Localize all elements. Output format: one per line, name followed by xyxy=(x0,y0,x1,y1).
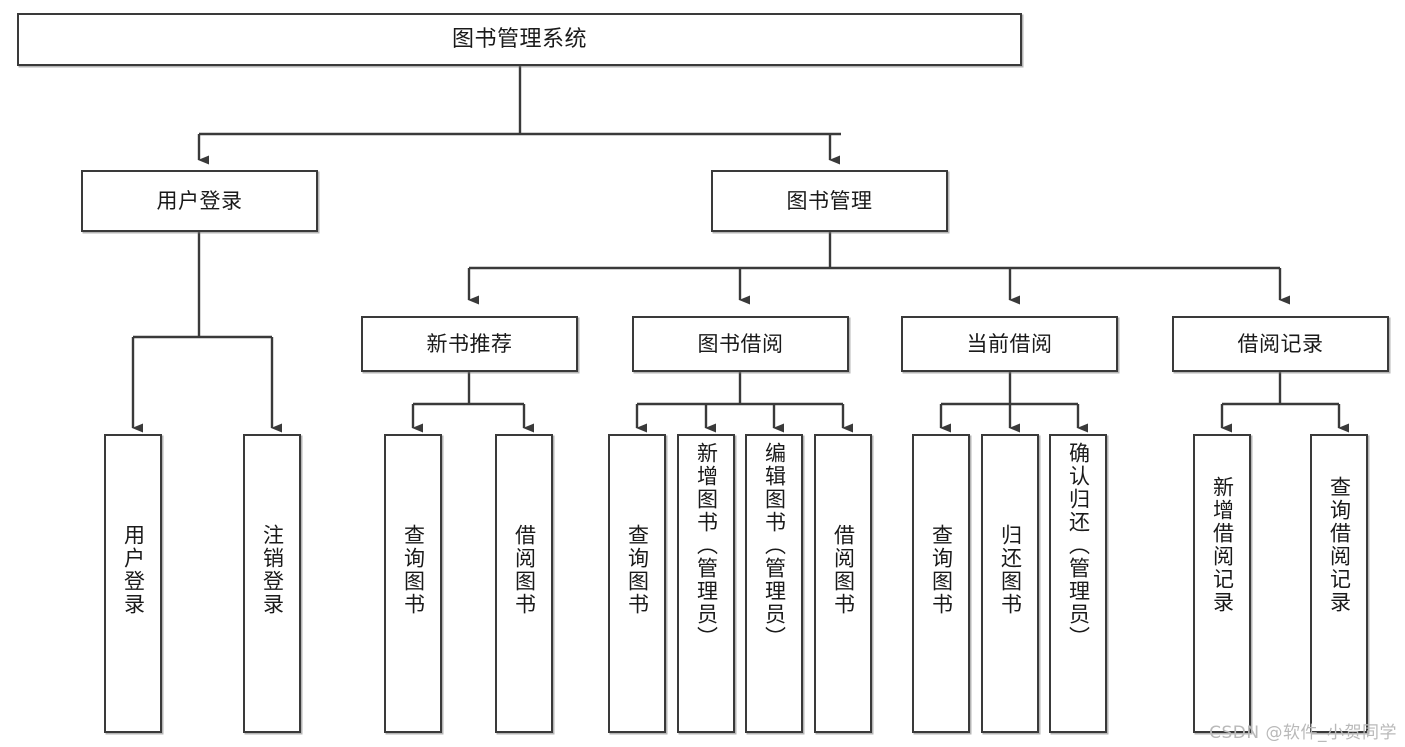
node-label: 编辑图书（管理员） xyxy=(762,442,787,649)
csdn-watermark: CSDN @软件_小贺同学 xyxy=(1209,723,1397,743)
node-label: 新增借阅记录 xyxy=(1210,476,1235,614)
node-label: 查询图书 xyxy=(929,524,954,616)
node-label: 新增图书（管理员） xyxy=(694,442,719,649)
node-label: 查询图书 xyxy=(401,524,426,616)
node-label: 注销登录 xyxy=(260,524,285,616)
node-borrow-record[interactable]: 借阅记录 xyxy=(1172,316,1389,372)
node-leaf-confirm-return[interactable]: 确认归还（管理员） xyxy=(1049,434,1107,733)
node-leaf-query-book-1[interactable]: 查询图书 xyxy=(384,434,442,733)
node-label: 当前借阅 xyxy=(966,331,1053,356)
node-leaf-edit-book[interactable]: 编辑图书（管理员） xyxy=(745,434,803,733)
node-current-borrow[interactable]: 当前借阅 xyxy=(901,316,1118,372)
node-label: 用户登录 xyxy=(156,188,243,213)
node-label: 借阅记录 xyxy=(1237,331,1324,356)
node-label: 图书管理系统 xyxy=(451,26,587,52)
node-book-borrow[interactable]: 图书借阅 xyxy=(632,316,849,372)
node-leaf-borrow-book-1[interactable]: 借阅图书 xyxy=(495,434,553,733)
node-book-management[interactable]: 图书管理 xyxy=(711,170,948,232)
node-leaf-borrow-book-2[interactable]: 借阅图书 xyxy=(814,434,872,733)
node-label: 用户登录 xyxy=(121,524,146,616)
node-leaf-query-record[interactable]: 查询借阅记录 xyxy=(1310,434,1368,733)
node-label: 借阅图书 xyxy=(831,524,856,616)
node-label: 新书推荐 xyxy=(426,331,513,356)
node-label: 图书借阅 xyxy=(697,331,784,356)
node-label: 确认归还（管理员） xyxy=(1066,442,1091,649)
node-label: 查询图书 xyxy=(625,524,650,616)
node-leaf-add-record[interactable]: 新增借阅记录 xyxy=(1193,434,1251,733)
node-leaf-return-book[interactable]: 归还图书 xyxy=(981,434,1039,733)
node-user-login[interactable]: 用户登录 xyxy=(81,170,318,232)
node-label: 查询借阅记录 xyxy=(1327,476,1352,614)
node-label: 图书管理 xyxy=(786,188,873,213)
node-leaf-logout[interactable]: 注销登录 xyxy=(243,434,301,733)
node-leaf-query-book-2[interactable]: 查询图书 xyxy=(608,434,666,733)
node-root-system[interactable]: 图书管理系统 xyxy=(17,13,1022,66)
node-new-book-recommend[interactable]: 新书推荐 xyxy=(361,316,578,372)
node-leaf-user-login[interactable]: 用户登录 xyxy=(104,434,162,733)
node-label: 借阅图书 xyxy=(512,524,537,616)
node-leaf-add-book[interactable]: 新增图书（管理员） xyxy=(677,434,735,733)
node-label: 归还图书 xyxy=(998,524,1023,616)
node-leaf-query-book-3[interactable]: 查询图书 xyxy=(912,434,970,733)
